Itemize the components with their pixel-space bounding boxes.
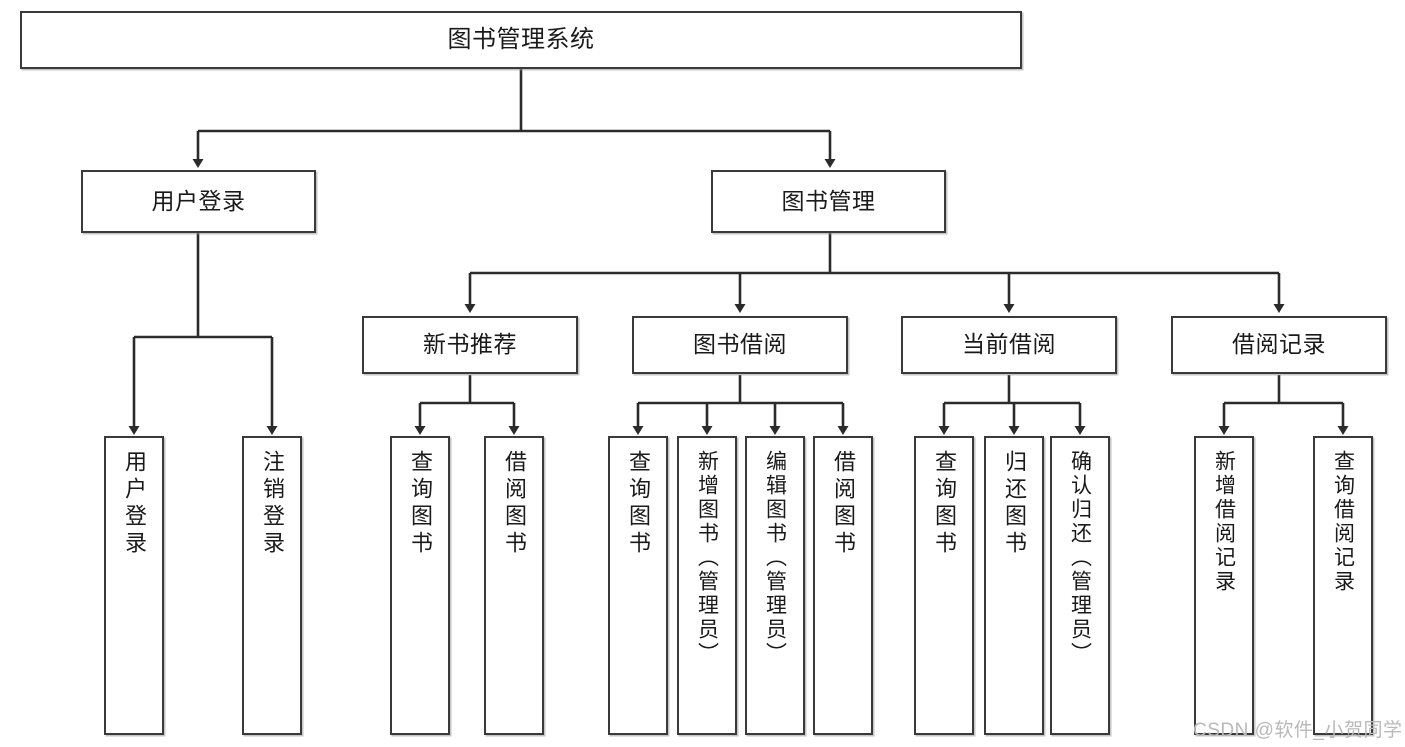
node-label: 注销登录 xyxy=(260,450,285,558)
leaf-new-book-query[interactable]: 查询图书 xyxy=(390,436,450,735)
leaf-user-login-signout[interactable]: 注销登录 xyxy=(242,436,302,735)
leaf-book-borrow-edit[interactable]: 编辑图书（管理员） xyxy=(745,436,805,735)
node-label: 借阅图书 xyxy=(831,450,856,558)
node-label: 图书借阅 xyxy=(693,331,787,358)
node-label: 新书推荐 xyxy=(423,331,517,358)
node-label: 用户登录 xyxy=(122,450,147,558)
leaf-current-borrow-query[interactable]: 查询图书 xyxy=(914,436,974,735)
leaf-book-borrow-borrow[interactable]: 借阅图书 xyxy=(813,436,873,735)
leaf-book-borrow-add[interactable]: 新增图书（管理员） xyxy=(677,436,737,735)
node-label: 新增借阅记录 xyxy=(1212,450,1236,594)
node-book-borrow[interactable]: 图书借阅 xyxy=(632,316,848,374)
node-label: 查询借阅记录 xyxy=(1331,450,1355,594)
node-label: 编辑图书（管理员） xyxy=(763,450,787,666)
node-label: 图书管理 xyxy=(781,187,876,214)
node-label: 归还图书 xyxy=(1002,450,1027,558)
leaf-book-borrow-query[interactable]: 查询图书 xyxy=(608,436,668,735)
node-new-book-recommend[interactable]: 新书推荐 xyxy=(362,316,578,374)
leaf-borrow-record-add[interactable]: 新增借阅记录 xyxy=(1194,436,1254,735)
node-label: 当前借阅 xyxy=(962,331,1056,358)
leaf-borrow-record-query[interactable]: 查询借阅记录 xyxy=(1313,436,1373,735)
node-borrow-record[interactable]: 借阅记录 xyxy=(1171,316,1387,374)
leaf-new-book-borrow[interactable]: 借阅图书 xyxy=(484,436,544,735)
leaf-user-login-signin[interactable]: 用户登录 xyxy=(104,436,164,735)
node-label: 借阅记录 xyxy=(1232,331,1326,358)
node-label: 确认归还（管理员） xyxy=(1068,450,1092,666)
node-book-management[interactable]: 图书管理 xyxy=(711,170,946,233)
node-label: 新增图书（管理员） xyxy=(695,450,719,666)
node-label: 查询图书 xyxy=(932,450,957,558)
watermark-text: CSDN @软件_小贺同学 xyxy=(1193,720,1403,741)
node-label: 查询图书 xyxy=(408,450,433,558)
node-label: 用户登录 xyxy=(151,187,246,214)
leaf-current-borrow-confirm-return[interactable]: 确认归还（管理员） xyxy=(1050,436,1110,735)
node-current-borrow[interactable]: 当前借阅 xyxy=(901,316,1117,374)
node-user-login[interactable]: 用户登录 xyxy=(81,170,316,233)
node-label: 借阅图书 xyxy=(502,450,527,558)
node-root-book-management-system[interactable]: 图书管理系统 xyxy=(20,11,1022,69)
leaf-current-borrow-return[interactable]: 归还图书 xyxy=(984,436,1044,735)
node-label: 查询图书 xyxy=(626,450,651,558)
node-label: 图书管理系统 xyxy=(447,25,595,53)
